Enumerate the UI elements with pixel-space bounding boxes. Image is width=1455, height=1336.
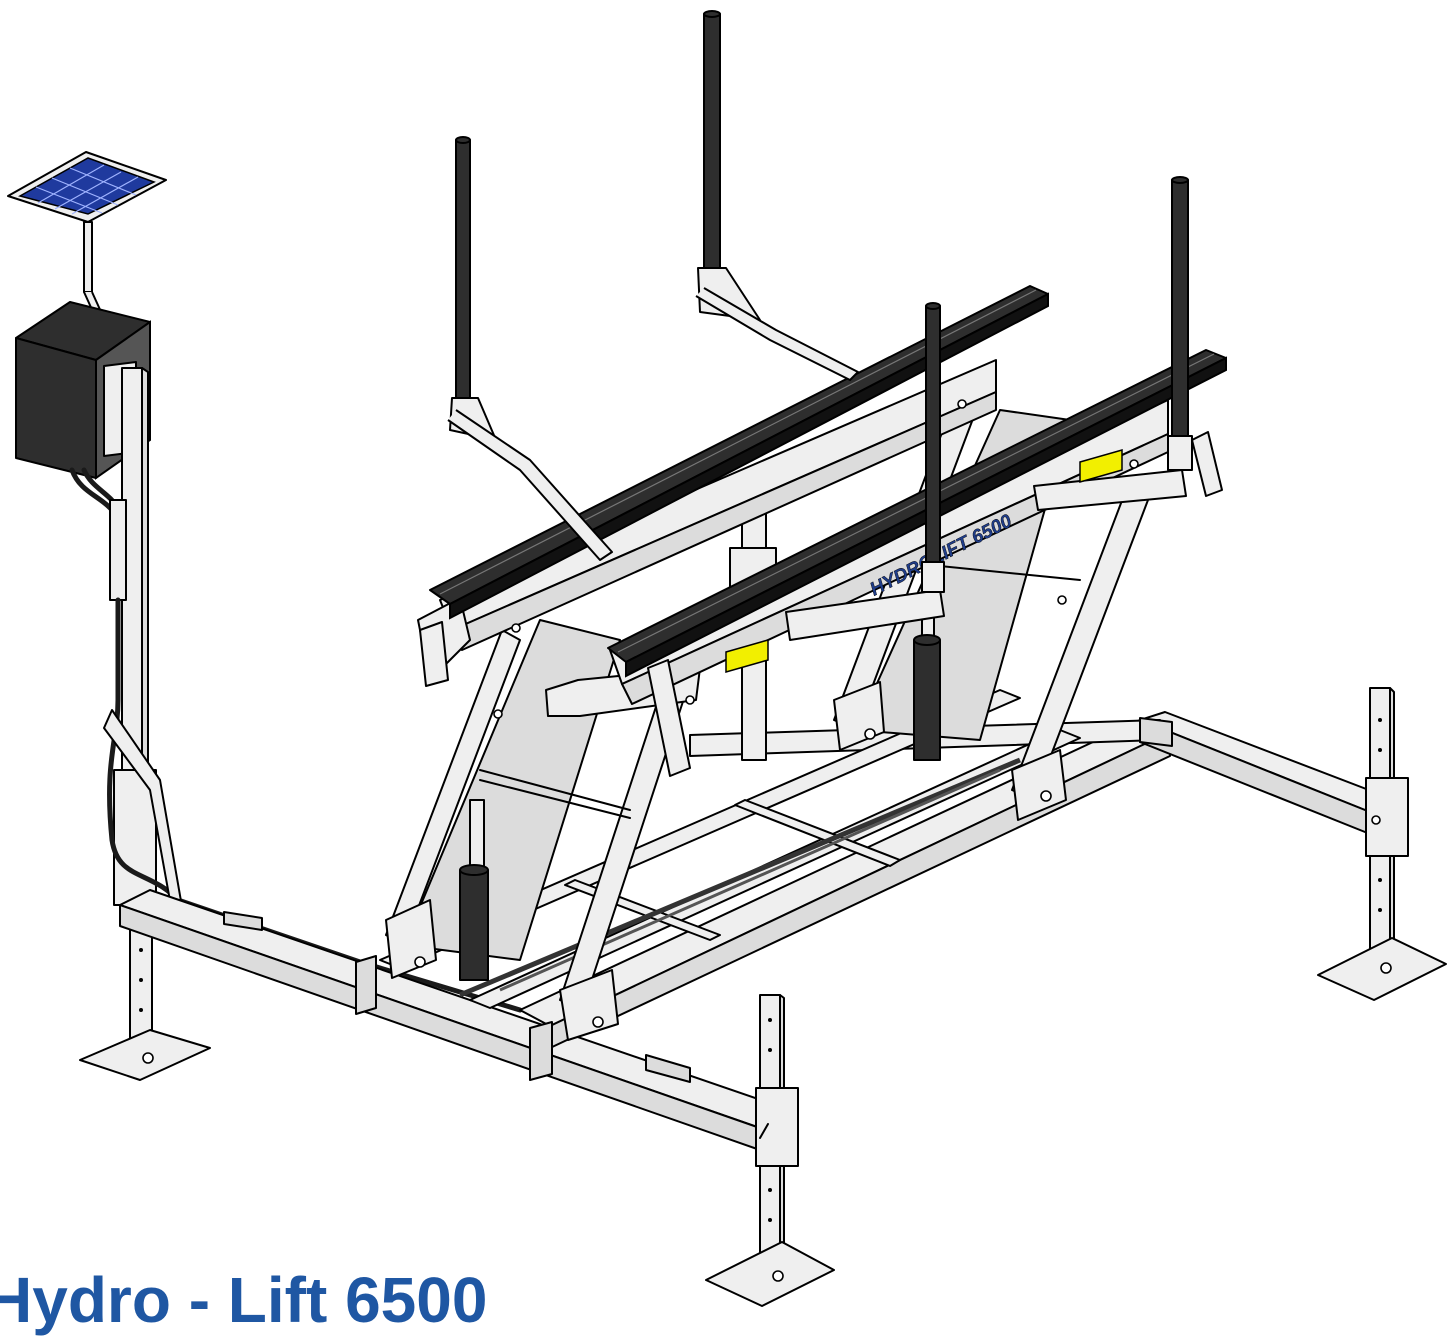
guide-poles — [447, 10, 1193, 593]
product-caption: Hydro - Lift 6500 — [0, 1264, 488, 1336]
hydraulic-cylinders — [459, 599, 941, 981]
rear-post — [1317, 687, 1447, 1001]
front-post — [705, 994, 835, 1307]
